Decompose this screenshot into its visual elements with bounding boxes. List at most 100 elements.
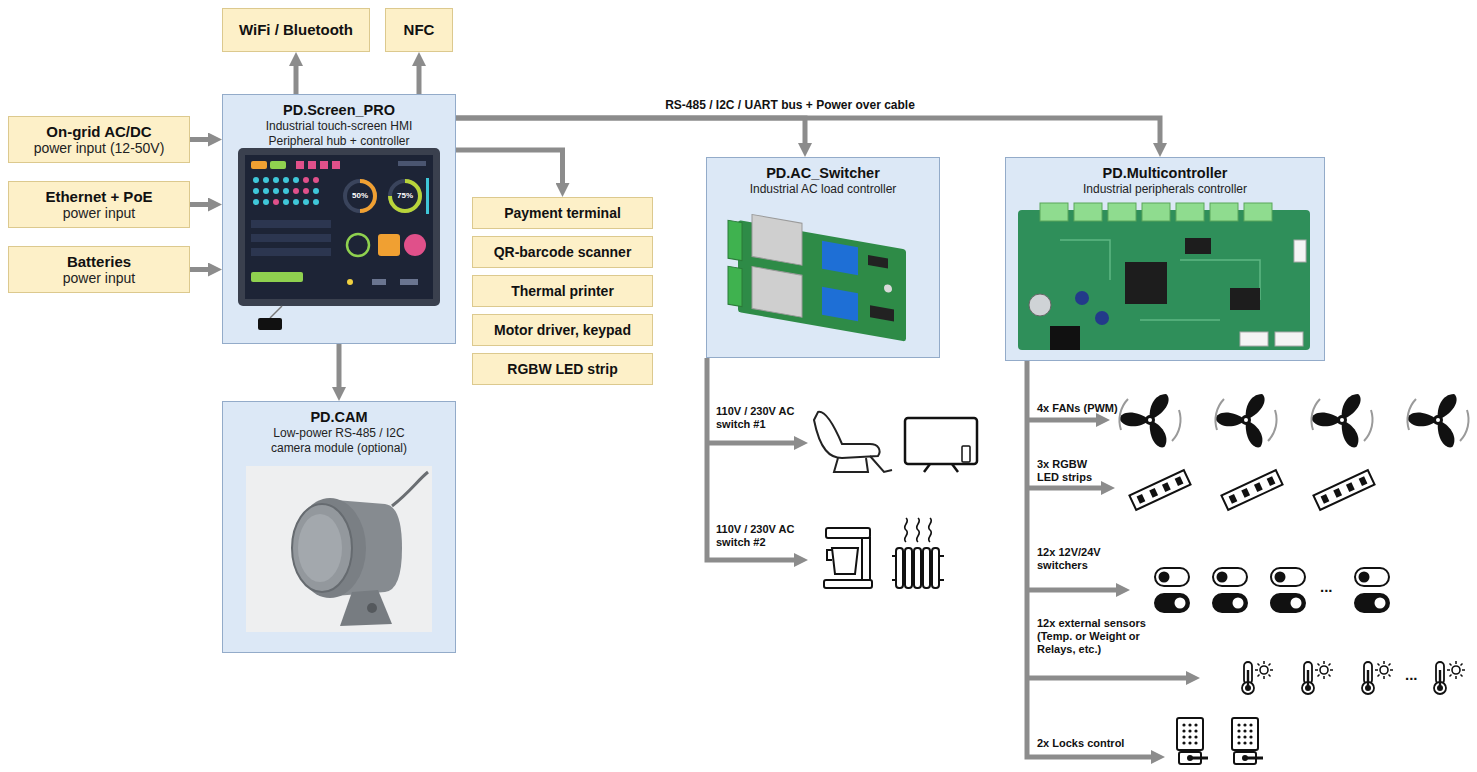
connector-arrow [190,202,208,207]
touch-screen-illustration [253,199,259,205]
connector-arrow [294,66,299,94]
radiator-icon [905,518,932,542]
touch-screen-illustration [238,148,440,306]
peripheral-box: RGBW LED strip [472,353,653,385]
multicontroller-board-illustration [1142,203,1170,221]
coffee-maker-icon [824,528,872,588]
connector-arrow [190,267,208,272]
toggle-switch-icon [1271,594,1305,612]
multicontroller-board-illustration [1294,240,1306,262]
ac-switcher-board-illustration [728,220,742,260]
touch-screen-illustration [251,161,267,169]
touch-screen-illustration [270,161,286,169]
connector-arrow [417,66,422,94]
touch-screen-illustration [253,177,259,183]
touch-screen-illustration [313,199,319,205]
touch-screen-illustration [263,199,269,205]
ac-switcher-board-illustration [728,266,742,306]
multicontroller-board-illustration [1108,203,1136,221]
output-wire [1027,588,1116,593]
touch-screen-illustration [313,177,319,183]
touch-screen-illustration [245,155,433,299]
toggle-switch-icon [1155,594,1189,612]
box-title: Thermal printer [511,282,614,300]
box-title: PD.Multicontroller [1103,164,1228,182]
touch-screen-illustration [251,220,331,228]
connector-arrow [337,344,342,387]
connector-arrow [456,118,805,143]
sensor-icon [1242,661,1273,694]
multicontroller-board-illustration [1176,203,1204,221]
radiator-icon [932,548,939,588]
box-subtitle: power input [63,206,135,221]
output-label: 4x FANs (PWM) [1037,402,1118,415]
radiator-icon [896,548,903,588]
box-title: Batteries [67,253,131,271]
output-label: 2x Locks control [1037,737,1124,750]
coffee-maker-icon [862,538,870,582]
camera-illustration [335,500,402,596]
radiator-icon [914,548,921,588]
connector-arrow [456,150,563,183]
touch-screen-illustration [251,248,331,256]
multicontroller-board-illustration [1210,203,1238,221]
power-input-box: Batteriespower input [8,246,190,293]
touch-screen-illustration [263,188,269,194]
massage-chair-icon [870,456,892,472]
touch-screen-illustration [293,177,299,183]
lock-icon [1177,718,1208,764]
box-title: PD.CAM [310,408,367,426]
touch-screen-illustration [283,199,289,205]
multicontroller-board-illustration [1074,203,1102,221]
ellipsis-mark: ... [1405,666,1418,683]
device-box: PD.Screen_PROIndustrial touch-screen HMI… [222,94,456,344]
led-strip-icon [1221,470,1282,510]
touch-screen-illustration [283,188,289,194]
box-title: Motor driver, keypad [494,321,631,339]
toggle-switch-icon [1213,568,1247,586]
coffee-maker-icon [824,580,872,588]
touch-screen-illustration [293,199,299,205]
output-label: 110V / 230V AC switch #1 [716,405,798,431]
touch-screen-illustration [253,188,259,194]
ac-switcher-board-illustration [822,287,858,321]
multicontroller-board-illustration [1240,332,1268,346]
led-strip-icon [1129,470,1374,510]
ellipsis-mark: ... [1320,578,1333,595]
tv-icon [905,418,977,472]
camera-illustration [392,472,428,506]
fan-icon [1118,394,1180,449]
device-box: PD.AC_SwitcherIndustrial AC load control… [706,157,940,358]
sensor-icon [1362,661,1393,694]
touch-screen-illustration [400,279,418,285]
touch-screen-illustration [360,181,375,211]
box-subtitle: Industrial AC load controller [750,182,897,197]
box-subtitle: Low-power RS-485 / I2C [273,426,404,441]
touch-screen-illustration [390,181,420,211]
touch-screen-illustration [345,181,375,211]
output-wire [1027,676,1186,681]
gauge-value: 75% [397,191,413,201]
power-input-box: Ethernet + PoEpower input [8,181,190,228]
multicontroller-board-illustration [1125,262,1167,304]
multicontroller-board-illustration [1230,288,1260,310]
touch-screen-illustration [347,279,353,285]
camera-illustration [298,514,342,582]
peripheral-box: Payment terminal [472,197,653,229]
box-title: PD.AC_Switcher [766,164,880,182]
massage-chair-icon [814,412,892,472]
power-input-box: On-grid AC/DCpower input (12-50V) [8,116,190,163]
multicontroller-board-illustration [1185,238,1211,254]
fan-icon [1406,394,1468,449]
output-label: 110V / 230V AC switch #2 [716,523,798,549]
touch-screen-illustration [404,234,426,256]
camera-illustration [246,466,432,632]
fan-icon [1118,394,1468,449]
peripheral-box: Thermal printer [472,275,653,307]
box-title: Ethernet + PoE [45,188,152,206]
box-subtitle: Industrial peripherals controller [1083,182,1247,197]
output-label: 12x external sensors (Temp. or Weight or… [1037,617,1167,656]
sensor-icon [1302,661,1333,694]
